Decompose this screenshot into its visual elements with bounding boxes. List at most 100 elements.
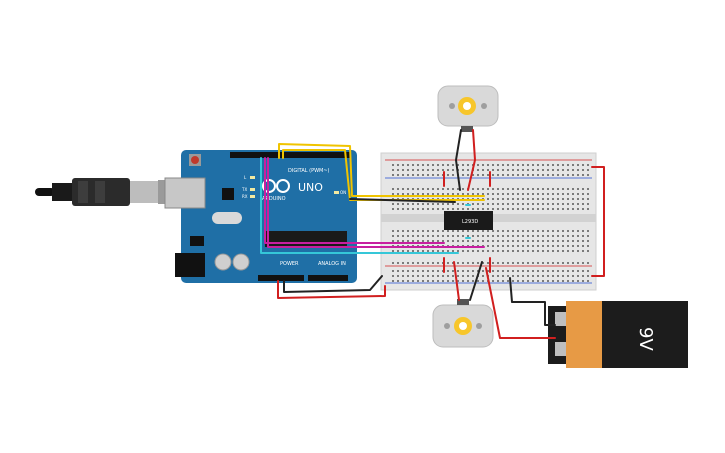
breadboard-hole[interactable]: [487, 169, 489, 171]
breadboard-hole[interactable]: [412, 240, 414, 242]
breadboard-hole[interactable]: [422, 235, 424, 237]
breadboard-hole[interactable]: [522, 169, 524, 171]
breadboard-hole[interactable]: [497, 230, 499, 232]
breadboard-hole[interactable]: [467, 262, 469, 264]
breadboard-hole[interactable]: [517, 230, 519, 232]
breadboard-hole[interactable]: [422, 280, 424, 282]
breadboard-hole[interactable]: [567, 262, 569, 264]
breadboard-hole[interactable]: [487, 240, 489, 242]
breadboard-hole[interactable]: [567, 280, 569, 282]
breadboard-hole[interactable]: [522, 164, 524, 166]
breadboard-hole[interactable]: [477, 240, 479, 242]
breadboard-hole[interactable]: [392, 174, 394, 176]
breadboard-hole[interactable]: [477, 270, 479, 272]
breadboard-hole[interactable]: [402, 164, 404, 166]
breadboard-hole[interactable]: [442, 169, 444, 171]
breadboard-hole[interactable]: [432, 188, 434, 190]
breadboard-hole[interactable]: [462, 208, 464, 210]
breadboard-hole[interactable]: [392, 193, 394, 195]
breadboard-hole[interactable]: [562, 164, 564, 166]
breadboard-hole[interactable]: [422, 169, 424, 171]
breadboard-hole[interactable]: [557, 230, 559, 232]
breadboard-hole[interactable]: [447, 193, 449, 195]
breadboard-hole[interactable]: [437, 203, 439, 205]
breadboard-hole[interactable]: [517, 208, 519, 210]
breadboard-hole[interactable]: [402, 193, 404, 195]
breadboard-hole[interactable]: [547, 250, 549, 252]
breadboard-hole[interactable]: [512, 250, 514, 252]
breadboard-hole[interactable]: [447, 280, 449, 282]
breadboard-hole[interactable]: [397, 235, 399, 237]
breadboard-hole[interactable]: [467, 235, 469, 237]
breadboard-hole[interactable]: [522, 208, 524, 210]
breadboard-hole[interactable]: [542, 193, 544, 195]
breadboard-hole[interactable]: [477, 193, 479, 195]
breadboard-hole[interactable]: [392, 275, 394, 277]
breadboard-hole[interactable]: [572, 208, 574, 210]
breadboard-hole[interactable]: [472, 208, 474, 210]
breadboard-hole[interactable]: [537, 164, 539, 166]
breadboard-hole[interactable]: [427, 203, 429, 205]
breadboard-hole[interactable]: [567, 275, 569, 277]
breadboard-hole[interactable]: [392, 164, 394, 166]
breadboard-hole[interactable]: [392, 230, 394, 232]
breadboard-hole[interactable]: [557, 270, 559, 272]
breadboard-hole[interactable]: [582, 235, 584, 237]
breadboard-hole[interactable]: [472, 174, 474, 176]
breadboard-hole[interactable]: [547, 245, 549, 247]
breadboard-hole[interactable]: [497, 245, 499, 247]
breadboard-hole[interactable]: [542, 250, 544, 252]
breadboard-hole[interactable]: [472, 230, 474, 232]
breadboard-hole[interactable]: [482, 240, 484, 242]
breadboard-hole[interactable]: [497, 193, 499, 195]
breadboard-hole[interactable]: [522, 174, 524, 176]
breadboard-hole[interactable]: [512, 240, 514, 242]
breadboard-hole[interactable]: [427, 164, 429, 166]
breadboard-hole[interactable]: [417, 203, 419, 205]
breadboard-hole[interactable]: [487, 250, 489, 252]
breadboard-hole[interactable]: [417, 174, 419, 176]
breadboard-hole[interactable]: [467, 270, 469, 272]
breadboard-hole[interactable]: [547, 230, 549, 232]
breadboard-hole[interactable]: [512, 203, 514, 205]
breadboard-hole[interactable]: [397, 230, 399, 232]
breadboard-hole[interactable]: [502, 245, 504, 247]
breadboard-hole[interactable]: [562, 169, 564, 171]
breadboard-hole[interactable]: [582, 164, 584, 166]
breadboard-hole[interactable]: [452, 280, 454, 282]
breadboard-hole[interactable]: [527, 240, 529, 242]
breadboard-hole[interactable]: [432, 275, 434, 277]
breadboard-hole[interactable]: [467, 208, 469, 210]
breadboard-hole[interactable]: [452, 230, 454, 232]
breadboard-hole[interactable]: [552, 235, 554, 237]
breadboard-hole[interactable]: [492, 275, 494, 277]
breadboard-hole[interactable]: [502, 208, 504, 210]
breadboard-hole[interactable]: [482, 193, 484, 195]
breadboard-hole[interactable]: [412, 235, 414, 237]
breadboard-hole[interactable]: [442, 280, 444, 282]
breadboard-hole[interactable]: [552, 198, 554, 200]
breadboard-hole[interactable]: [582, 174, 584, 176]
breadboard-hole[interactable]: [492, 240, 494, 242]
breadboard-hole[interactable]: [392, 203, 394, 205]
breadboard-hole[interactable]: [552, 169, 554, 171]
breadboard-hole[interactable]: [562, 250, 564, 252]
breadboard-hole[interactable]: [512, 230, 514, 232]
breadboard-hole[interactable]: [517, 203, 519, 205]
breadboard-hole[interactable]: [437, 164, 439, 166]
breadboard-hole[interactable]: [412, 270, 414, 272]
breadboard-hole[interactable]: [432, 280, 434, 282]
breadboard-hole[interactable]: [532, 262, 534, 264]
breadboard-hole[interactable]: [402, 208, 404, 210]
breadboard-hole[interactable]: [587, 240, 589, 242]
breadboard-hole[interactable]: [552, 280, 554, 282]
breadboard-hole[interactable]: [442, 164, 444, 166]
breadboard-hole[interactable]: [582, 275, 584, 277]
breadboard-hole[interactable]: [547, 235, 549, 237]
breadboard-hole[interactable]: [447, 250, 449, 252]
breadboard-hole[interactable]: [577, 164, 579, 166]
breadboard-hole[interactable]: [487, 262, 489, 264]
breadboard-hole[interactable]: [572, 169, 574, 171]
breadboard-hole[interactable]: [562, 245, 564, 247]
breadboard-hole[interactable]: [562, 193, 564, 195]
